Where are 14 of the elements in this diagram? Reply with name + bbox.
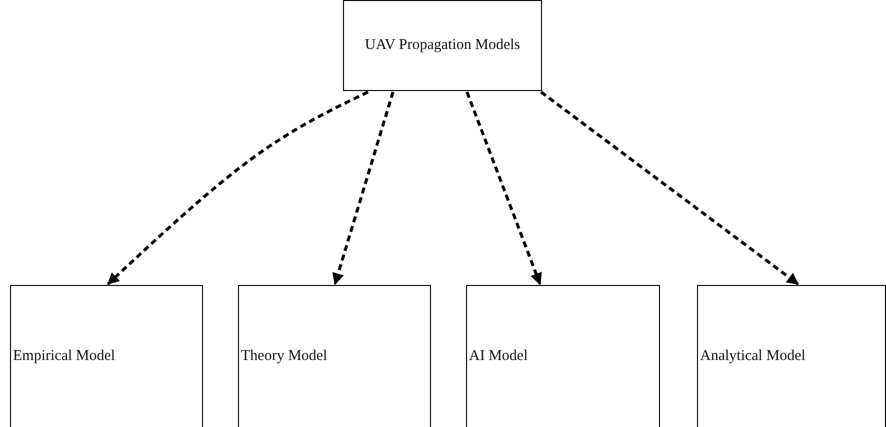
root-box — [343, 0, 542, 91]
dashed-arrow — [332, 92, 394, 286]
dashed-arrow — [540, 90, 799, 286]
box-label: AI Model — [469, 348, 528, 365]
box-label: UAV Propagation Models — [364, 37, 520, 54]
category-box — [238, 285, 431, 427]
box-label: Theory Model — [241, 348, 328, 365]
dashed-arrow — [106, 90, 369, 286]
category-box — [466, 285, 660, 427]
box-label: Analytical Model — [700, 348, 806, 365]
dashed-arrow — [466, 91, 542, 286]
category-box — [697, 285, 886, 427]
category-box — [10, 285, 203, 427]
box-label: Empirical Model — [13, 348, 116, 365]
